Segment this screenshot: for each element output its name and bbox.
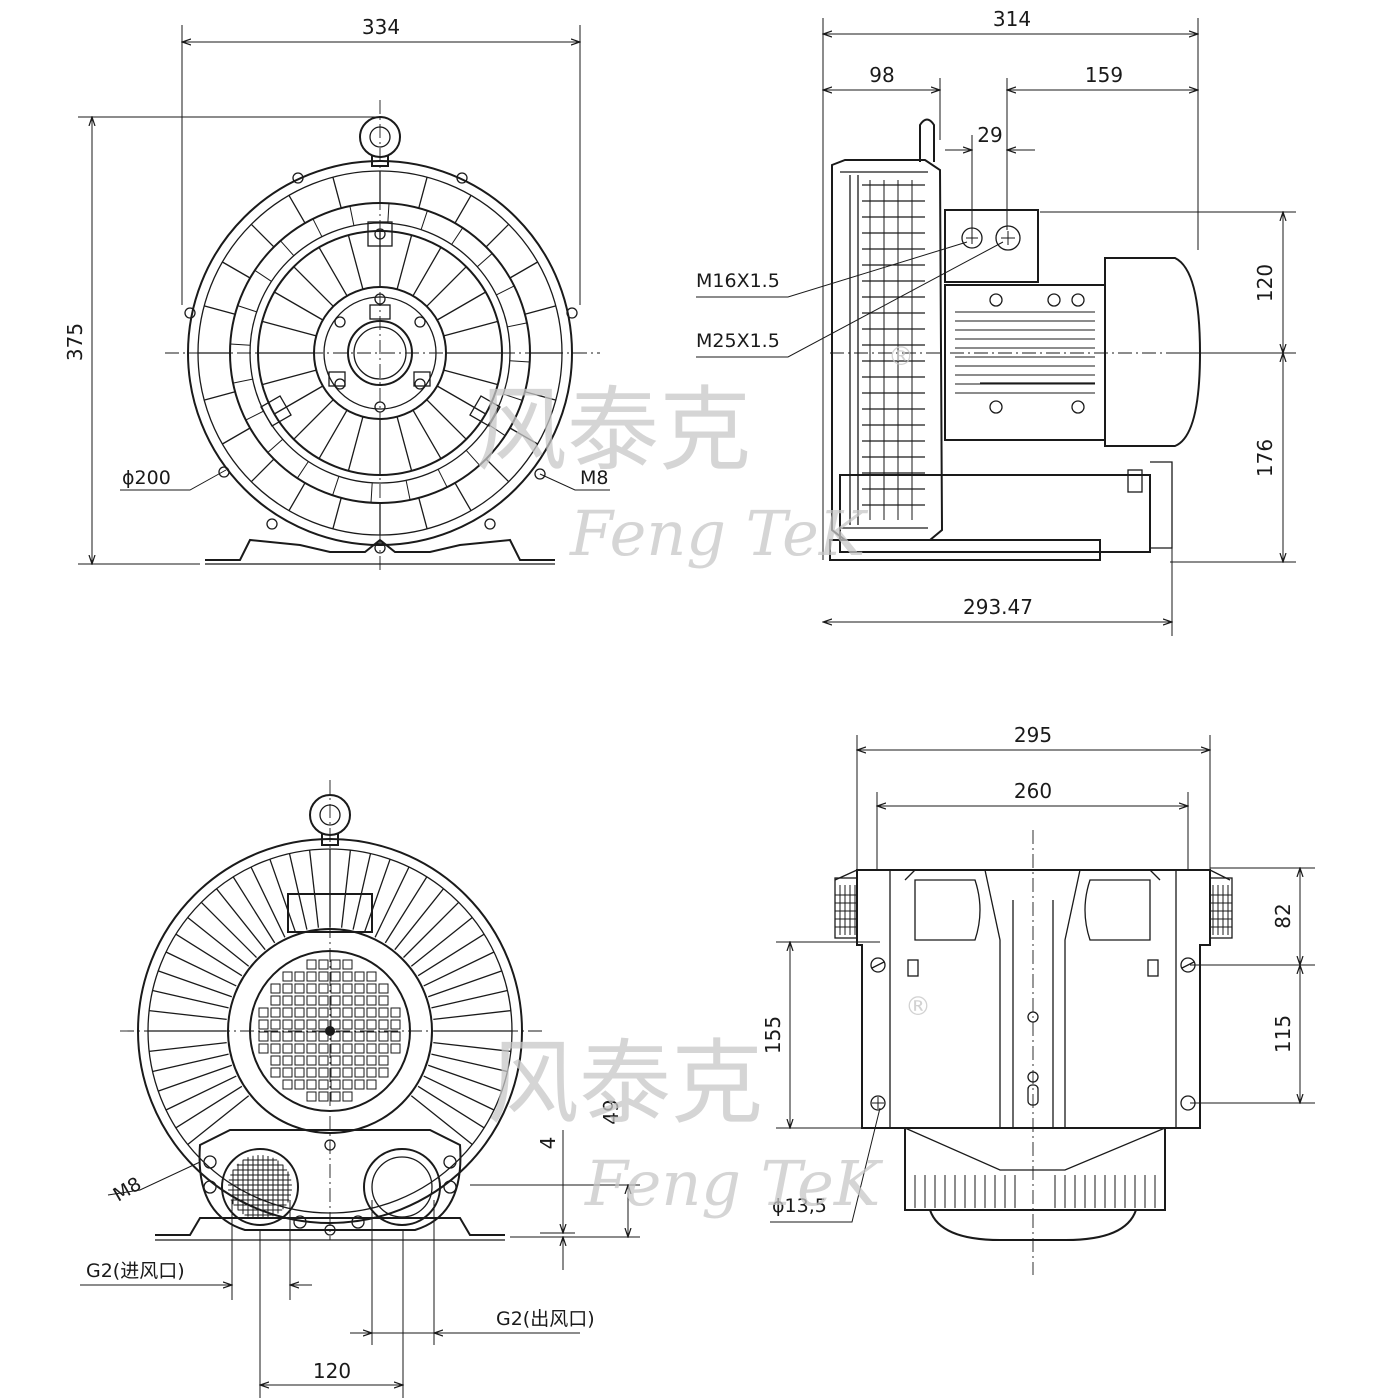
thread-small-label: M16X1.5 [696, 270, 780, 292]
front-view: 334 375 [63, 15, 610, 570]
watermark-chinese-bottom: 风泰克 [487, 1030, 763, 1137]
watermark-english-top: Feng TeK [569, 497, 869, 570]
base-left-dim: 155 [761, 1016, 785, 1054]
watermark-bottom: 风泰克 Feng TeK ® [487, 992, 931, 1220]
rear-height-dim: 49 [599, 1099, 623, 1124]
side-left-dim: 98 [869, 63, 894, 87]
side-lower-dim: 176 [1253, 439, 1277, 477]
rear-base-dim: 4 [536, 1137, 560, 1150]
base-view: 295 260 82 115 155 [761, 723, 1315, 1275]
side-total-dim: 314 [993, 7, 1031, 31]
side-upper-dim: 120 [1253, 264, 1277, 302]
base-top-dim: 82 [1271, 903, 1295, 928]
inlet-label: G2(进风口) [86, 1260, 185, 1282]
watermark-registered-top: ® [888, 342, 914, 372]
watermark-top: 风泰克 Feng TeK ® [475, 342, 914, 570]
front-width-dim: 334 [362, 15, 400, 39]
watermark-registered-bottom: ® [905, 992, 931, 1022]
rear-bolt-label: M8 [110, 1173, 146, 1206]
watermark-english-bottom: Feng TeK [584, 1147, 884, 1220]
motor-fins [955, 311, 1095, 394]
front-height-dim: 375 [63, 323, 87, 361]
front-bolt-label: M8 [580, 467, 608, 489]
front-ribs [198, 171, 562, 535]
base-side-fins [835, 885, 1232, 935]
rear-view: 4 49 M8 G2(进风口) G2(出风口) 120 [80, 780, 640, 1398]
side-fins [862, 180, 925, 520]
base-hole-dim: 260 [1014, 779, 1052, 803]
base-lower-fins [914, 1175, 1156, 1208]
inlet-mesh [228, 1155, 292, 1219]
rear-grille [258, 959, 401, 1102]
base-hole-label: ϕ13,5 [772, 1195, 827, 1217]
side-right-dim: 159 [1085, 63, 1123, 87]
front-diameter-label: ϕ200 [122, 467, 171, 489]
thread-large-label: M25X1.5 [696, 330, 780, 352]
watermark-chinese-top: 风泰克 [475, 377, 751, 484]
base-outer-dim: 295 [1014, 723, 1052, 747]
base-pitch-dim: 115 [1271, 1015, 1295, 1053]
side-view: 314 98 159 29 120 176 293.47 [696, 7, 1296, 636]
side-base-dim: 293.47 [963, 595, 1033, 619]
rear-port-spacing-dim: 120 [313, 1359, 351, 1383]
side-port-dim: 29 [977, 123, 1002, 147]
outlet-label: G2(出风口) [496, 1308, 595, 1330]
rear-fins [148, 849, 512, 1146]
